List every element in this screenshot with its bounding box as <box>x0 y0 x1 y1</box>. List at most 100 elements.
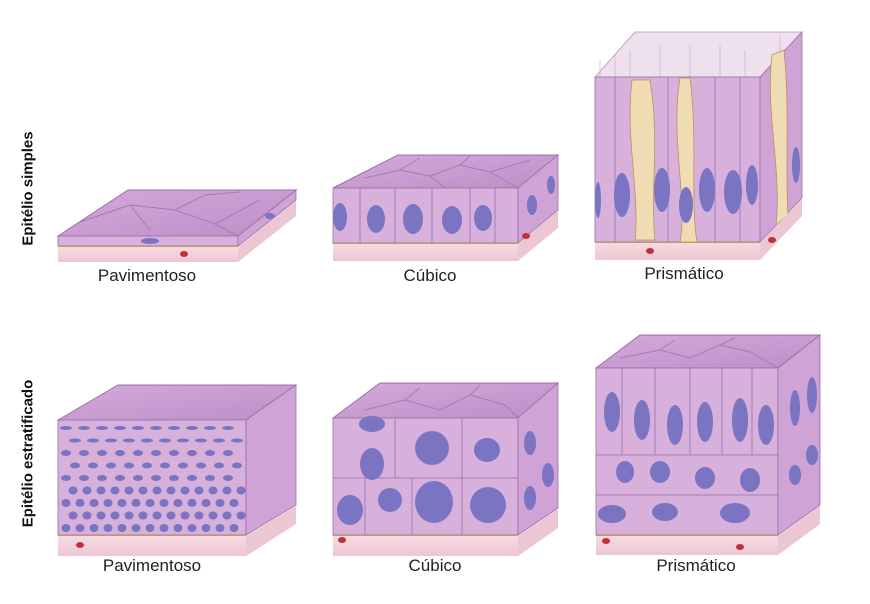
nucleus <box>68 486 78 495</box>
nucleus <box>133 450 143 456</box>
nucleus <box>141 438 153 443</box>
nucleus <box>96 426 108 430</box>
nucleus <box>145 524 155 532</box>
nucleus <box>194 486 204 495</box>
nucleus <box>141 238 159 244</box>
nucleus <box>168 426 180 430</box>
nucleus <box>131 524 141 532</box>
nucleus <box>61 524 71 532</box>
nucleus <box>69 438 81 443</box>
nucleus <box>159 499 169 507</box>
nucleus <box>223 475 233 481</box>
nucleus <box>178 462 188 469</box>
caption-stratified-cuboidal: Cúbico <box>408 556 462 575</box>
nucleus <box>231 438 243 443</box>
nucleus <box>236 511 246 520</box>
nucleus <box>124 462 134 469</box>
nucleus <box>180 511 190 520</box>
nucleus <box>117 524 127 532</box>
nucleus <box>82 486 92 495</box>
nucleus <box>142 462 152 469</box>
blood-cell <box>180 251 188 257</box>
nucleus <box>75 524 85 532</box>
nucleus <box>123 438 135 443</box>
nucleus <box>187 475 197 481</box>
nucleus <box>97 475 107 481</box>
nucleus <box>152 486 162 495</box>
nucleus <box>115 475 125 481</box>
nucleus <box>169 450 179 456</box>
nucleus <box>60 426 72 430</box>
nucleus <box>89 524 99 532</box>
epithelium-figure <box>56 30 822 556</box>
nucleus <box>222 426 234 430</box>
stratified-squamous-block <box>56 384 298 556</box>
nucleus <box>88 462 98 469</box>
nucleus <box>97 450 107 456</box>
nucleus <box>201 499 211 507</box>
nucleus <box>166 511 176 520</box>
nucleus <box>215 499 225 507</box>
nucleus <box>195 438 207 443</box>
nucleus <box>223 450 233 456</box>
nucleus <box>205 475 215 481</box>
nucleus <box>79 475 89 481</box>
nucleus <box>187 524 197 532</box>
nucleus <box>152 511 162 520</box>
nucleus <box>61 475 71 481</box>
caption-stratified-columnar: Prismático <box>656 556 736 575</box>
nucleus <box>124 486 134 495</box>
nucleus <box>103 524 113 532</box>
nucleus <box>133 475 143 481</box>
nucleus <box>117 499 127 507</box>
nucleus <box>229 524 239 532</box>
nucleus <box>232 462 242 469</box>
nucleus <box>151 450 161 456</box>
nucleus <box>124 511 134 520</box>
nucleus <box>132 426 144 430</box>
nucleus <box>82 511 92 520</box>
nucleus <box>173 524 183 532</box>
nucleus <box>204 426 216 430</box>
nucleus <box>215 524 225 532</box>
nucleus <box>229 499 239 507</box>
nucleus <box>214 462 224 469</box>
nucleus <box>208 486 218 495</box>
nucleus <box>114 426 126 430</box>
nucleus <box>187 499 197 507</box>
nucleus <box>222 486 232 495</box>
nucleus <box>89 499 99 507</box>
nuclei-group <box>60 426 246 532</box>
nucleus <box>110 511 120 520</box>
nucleus <box>177 438 189 443</box>
nucleus <box>187 450 197 456</box>
goblet-cell <box>629 79 656 241</box>
nucleus <box>138 486 148 495</box>
caption-simple-cuboidal: Cúbico <box>403 266 457 285</box>
caption-simple-squamous: Pavimentoso <box>97 266 197 285</box>
nucleus <box>236 486 246 495</box>
nucleus <box>166 486 176 495</box>
nucleus <box>61 499 71 507</box>
nucleus <box>160 462 170 469</box>
nucleus <box>194 511 204 520</box>
simple-columnar-block <box>594 30 803 260</box>
nucleus <box>115 450 125 456</box>
nucleus <box>79 450 89 456</box>
nucleus <box>87 438 99 443</box>
caption-simple-columnar: Prismático <box>644 264 724 283</box>
nucleus <box>145 499 155 507</box>
nucleus <box>208 511 218 520</box>
nucleus <box>103 499 113 507</box>
nucleus <box>159 524 169 532</box>
nucleus <box>196 462 206 469</box>
nucleus <box>75 499 85 507</box>
nucleus <box>131 499 141 507</box>
nucleus <box>96 511 106 520</box>
nucleus <box>169 475 179 481</box>
nucleus <box>213 438 225 443</box>
nucleus <box>186 426 198 430</box>
nucleus <box>150 426 162 430</box>
nucleus <box>222 511 232 520</box>
nucleus <box>180 486 190 495</box>
